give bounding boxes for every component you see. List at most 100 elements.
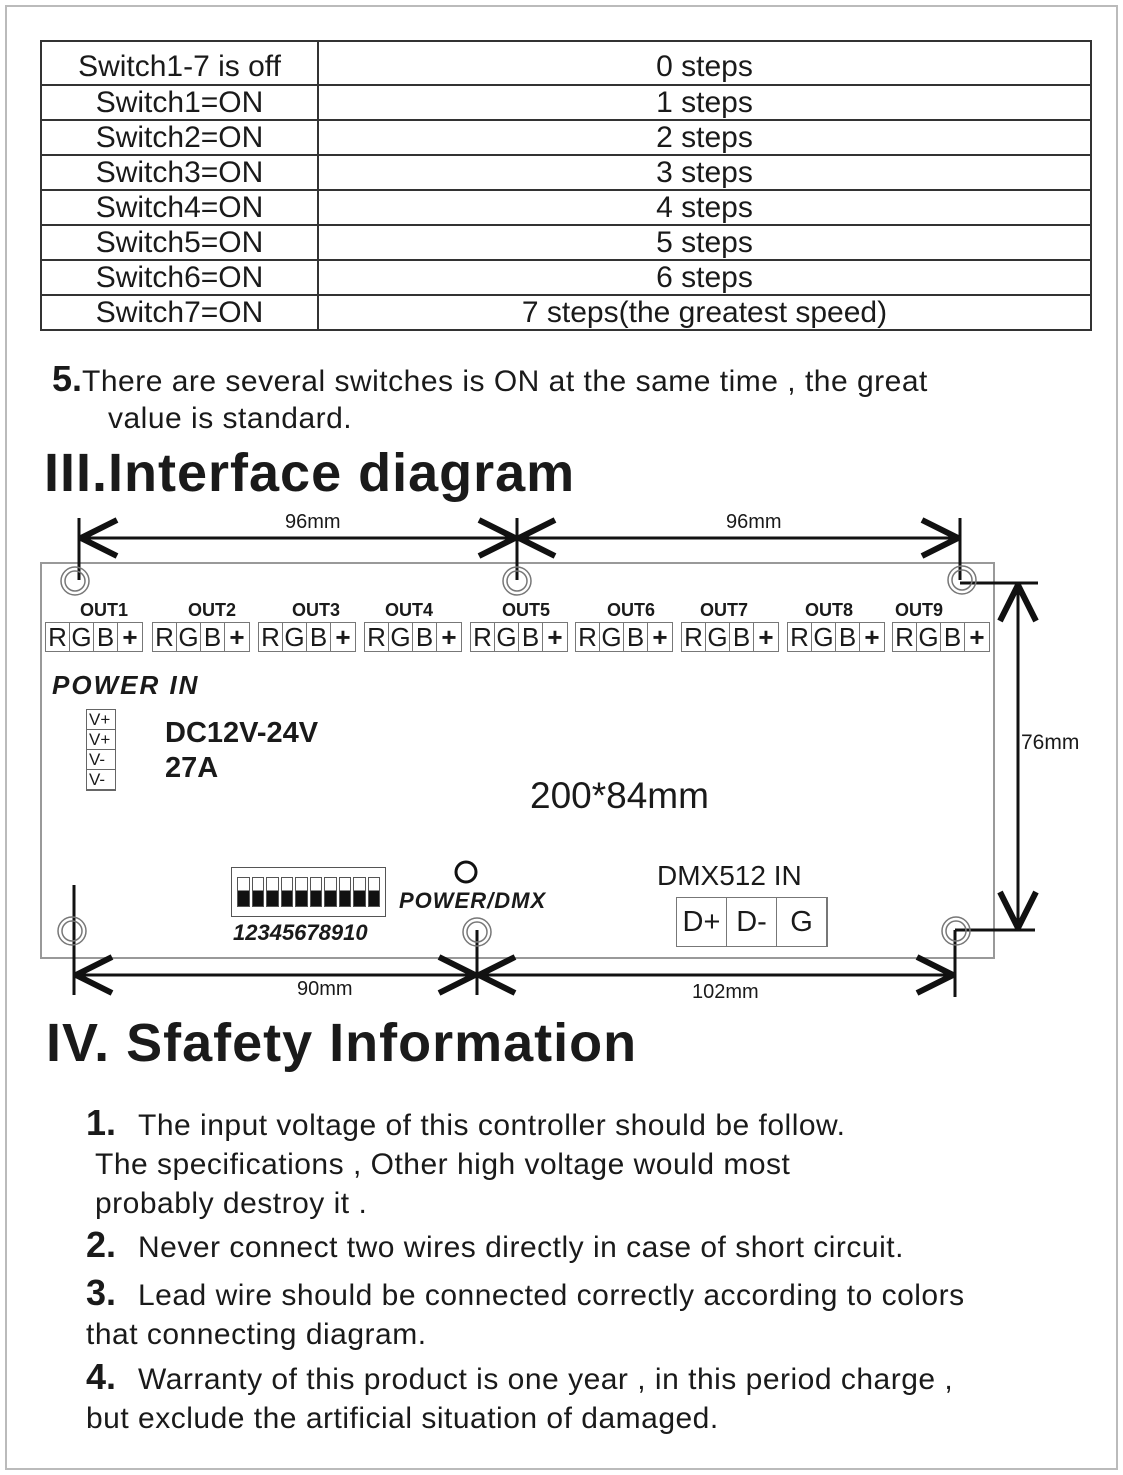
terminal-pin: G [389,623,413,651]
dim-bottom-right: 102mm [692,981,759,1003]
dim-top-left: 96mm [285,511,341,533]
dim-right: 76mm [1021,731,1080,754]
dip-switch-lever[interactable] [309,877,322,907]
safety-item-text: Never connect two wires directly in case… [138,1231,904,1264]
output-label: OUT3 [292,600,341,620]
switch-cell: Switch6=ON [40,259,319,296]
terminal-pin: R [682,623,706,651]
dip-switch-lever[interactable] [324,877,337,907]
dim-bottom-left: 90mm [297,978,353,1000]
dip-switch[interactable] [231,867,386,917]
mounting-hole-icon [60,566,90,596]
switch-cell: Switch4=ON [40,189,319,226]
terminal-pin: G [600,623,624,651]
output-label: OUT4 [385,600,434,620]
safety-item-text: Warranty of this product is one year , i… [138,1363,954,1396]
terminal-pin: + [652,622,668,652]
dmx-terminal: D+D-G [676,897,828,947]
note-5-line2: value is standard. [108,402,353,435]
steps-cell: 0 steps [317,40,1092,86]
terminal-pin: + [229,622,245,652]
terminal-pin: G [917,623,941,651]
dmx-pin: G [777,898,827,946]
steps-cell: 5 steps [317,224,1092,261]
led-label: POWER/DMX [399,888,547,913]
switch-cell: Switch7=ON [40,294,319,331]
dip-switch-lever[interactable] [280,877,293,907]
dip-switch-lever[interactable] [353,877,366,907]
switch-cell: Switch2=ON [40,119,319,156]
steps-cell: 1 steps [317,84,1092,121]
terminal-pin: G [70,623,94,651]
mounting-hole-icon [462,917,492,947]
terminal-pin: B [413,623,437,651]
led-indicator [454,860,478,884]
power-in-label: POWER IN [52,670,200,700]
terminal-pin: + [335,622,351,652]
dip-switch-lever[interactable] [266,877,279,907]
terminal-pin: B [519,623,543,651]
dip-switch-lever[interactable] [295,877,308,907]
steps-cell: 3 steps [317,154,1092,191]
terminal-pin: R [893,623,917,651]
note-5: 5.There are several switches is ON at th… [52,358,928,399]
output-label: OUT6 [607,600,656,620]
terminal-pin: G [495,623,519,651]
output-label: OUT2 [188,600,237,620]
safety-item-text: Lead wire should be connected correctly … [138,1279,965,1312]
safety-item-number: 2. [86,1224,117,1265]
switch-cell: Switch5=ON [40,224,319,261]
dip-switch-lever[interactable] [251,877,264,907]
output-label: OUT7 [700,600,749,620]
power-pin: V+ [87,710,115,730]
terminal-pin: G [706,623,730,651]
dmx-label: DMX512 IN [657,860,802,891]
safety-item-text: probably destroy it . [95,1187,368,1220]
safety-item-number: 4. [86,1356,117,1397]
terminal-pin: R [46,623,70,651]
terminal-pin: B [307,623,331,651]
terminal-pin: B [730,623,754,651]
terminal-pin: + [122,622,138,652]
voltage-spec: DC12V-24V [165,717,319,749]
terminal-pin: B [201,623,225,651]
dip-switch-lever[interactable] [237,877,250,907]
terminal-pin: R [788,623,812,651]
output-label: OUT5 [502,600,551,620]
dip-switch-lever[interactable] [367,877,380,907]
switch-cell: Switch1-7 is off [40,40,319,86]
terminal-pin: + [864,622,880,652]
safety-item-text: but exclude the artificial situation of … [86,1402,719,1435]
dmx-pin: D- [727,898,777,946]
safety-item-text: The specifications , Other high voltage … [95,1148,791,1181]
power-pin: V- [87,770,115,790]
safety-item-number: 3. [86,1272,117,1313]
section-safety-title: IV. Sfafety Information [46,1013,638,1073]
steps-cell: 7 steps(the greatest speed) [317,294,1092,331]
output-label: OUT9 [895,600,944,620]
dip-numbers: 12345678910 [233,920,368,945]
terminal-pin: + [441,622,457,652]
terminal-pin: + [969,622,985,652]
terminal-pin: B [94,623,118,651]
dip-switch-lever[interactable] [338,877,351,907]
safety-item-text: The input voltage of this controller sho… [138,1109,846,1142]
power-pin: V+ [87,730,115,750]
current-spec: 27A [165,752,219,784]
